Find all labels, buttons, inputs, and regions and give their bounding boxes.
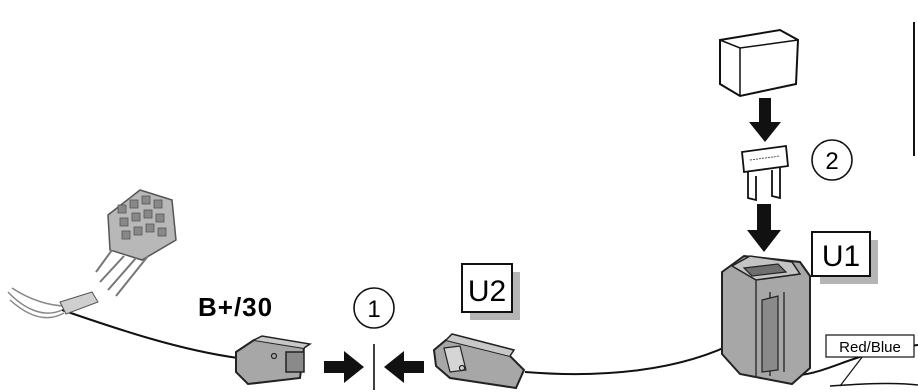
u2-label-box: U2 xyxy=(461,263,520,320)
arrow-right-icon xyxy=(324,351,364,383)
wire-harness xyxy=(61,309,918,387)
u1-label: U1 xyxy=(822,240,860,273)
fuse-cap xyxy=(719,28,800,98)
wire-color-label: Red/Blue xyxy=(825,334,915,387)
step-2-number: 2 xyxy=(825,148,838,175)
arrow-down-icon-lower xyxy=(747,204,781,252)
step-1-circle xyxy=(353,287,395,329)
u1-label-box: U1 xyxy=(811,231,878,284)
arrow-left-icon xyxy=(384,351,424,383)
join-arrows xyxy=(324,344,424,390)
female-connector xyxy=(432,333,526,390)
fuse xyxy=(741,144,789,202)
wire-sleeve xyxy=(59,291,99,315)
step-1-number: 1 xyxy=(367,296,380,323)
u2-label: U2 xyxy=(468,275,506,308)
arrow-down-icon xyxy=(749,98,781,142)
step-2-circle xyxy=(811,139,853,181)
loose-wire-ends xyxy=(7,287,67,319)
fuse-holder xyxy=(721,254,811,386)
red-blue-label: Red/Blue xyxy=(839,339,901,356)
b-plus-30-label: B+/30 xyxy=(198,292,273,322)
multi-pin-connector xyxy=(95,189,177,297)
male-connector xyxy=(235,335,312,386)
